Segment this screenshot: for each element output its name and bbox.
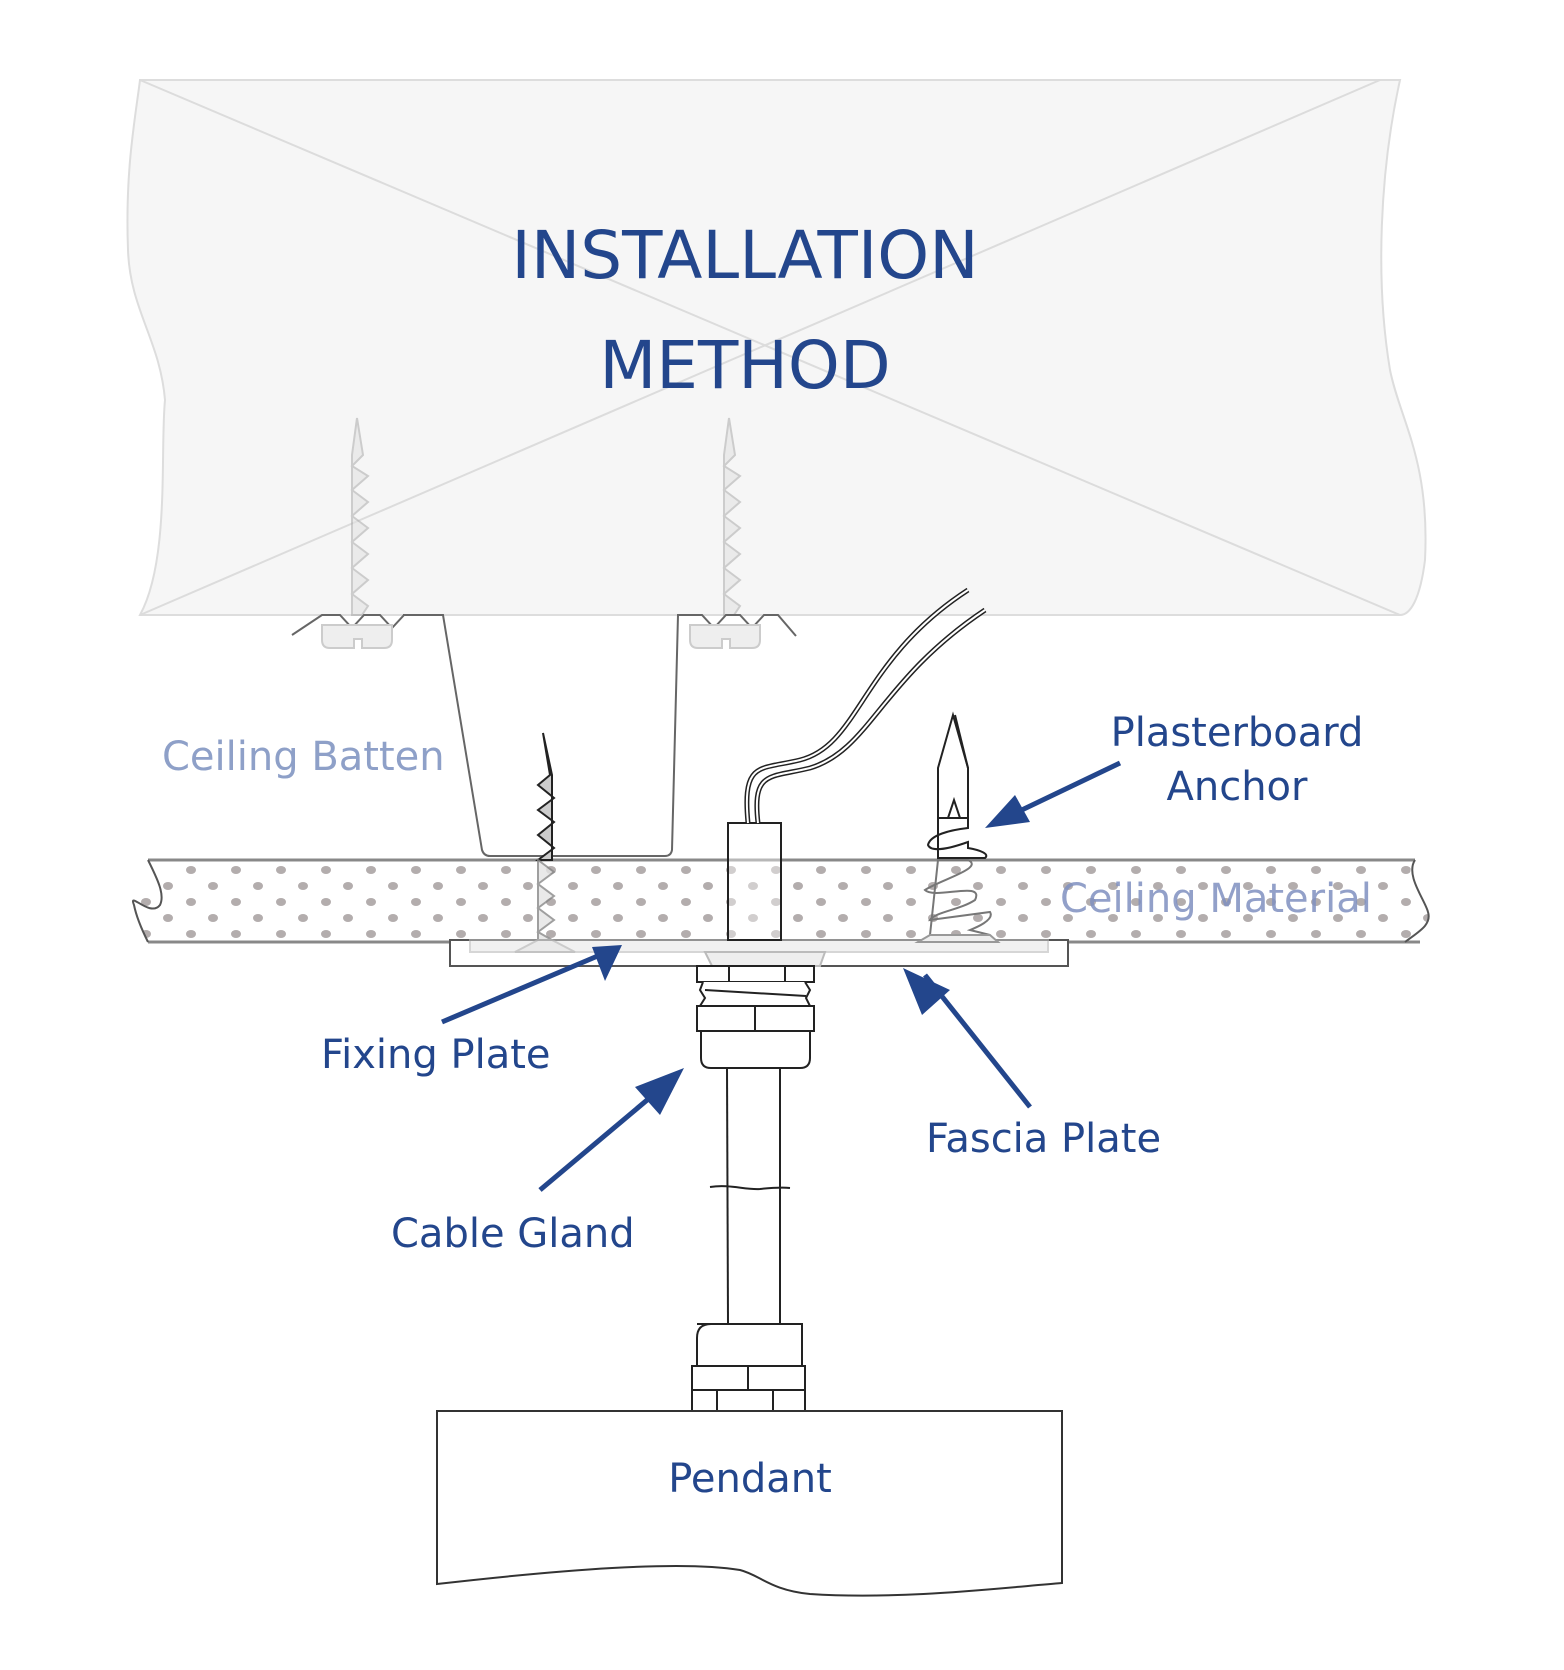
cable-gland xyxy=(696,951,827,1069)
plasterboard-anchor-label-line2: Anchor xyxy=(1167,764,1309,810)
pendant-connector xyxy=(691,1323,806,1412)
suspension-tube xyxy=(709,1067,791,1325)
cable-gland-label: Cable Gland xyxy=(391,1211,635,1257)
pendant-body xyxy=(436,1410,1063,1597)
arrow-fixing-plate xyxy=(441,945,622,1025)
ceiling-batten xyxy=(291,614,797,857)
diagram-title-line1: INSTALLATION xyxy=(511,217,978,294)
plasterboard-anchor xyxy=(914,711,1001,943)
fascia-plate-label: Fascia Plate xyxy=(926,1116,1161,1162)
arrow-plasterboard-anchor xyxy=(985,760,1122,828)
cable-entry-tube xyxy=(727,822,782,941)
pendant-label: Pendant xyxy=(668,1456,832,1502)
wood-screw xyxy=(514,732,576,953)
ceiling-material-label: Ceiling Material xyxy=(1060,876,1372,922)
ceiling-batten-label: Ceiling Batten xyxy=(162,734,445,780)
arrow-fascia-plate xyxy=(903,968,1032,1109)
cable-wires xyxy=(744,587,987,824)
arrow-cable-gland xyxy=(538,1068,684,1192)
timber-joist xyxy=(126,79,1427,616)
batten-screw-left xyxy=(350,417,370,616)
fixing-plate-label: Fixing Plate xyxy=(321,1032,551,1078)
diagram-title-line2: METHOD xyxy=(599,327,890,404)
plasterboard-anchor-label-line1: Plasterboard xyxy=(1111,710,1364,756)
